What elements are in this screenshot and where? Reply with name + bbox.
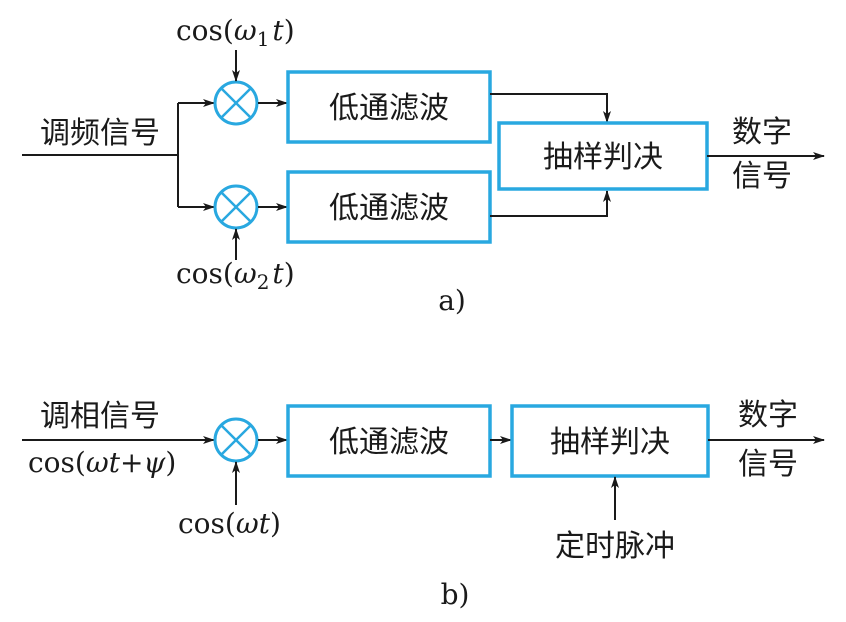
b-caption: b) [441,578,470,611]
a-input-label: 调频信号 [40,116,160,151]
a-lpf2-to-decision-arrow [490,190,611,217]
a-decision-label: 抽样判决 [543,140,663,175]
a-lpf-2-box [286,170,492,244]
a-lpf1-to-decision-arrow [490,93,611,123]
b-timing-label: 定时脉冲 [555,529,675,564]
b-output-line1: 数字 [738,398,798,433]
a-lpf-2-label: 低通滤波 [329,191,449,226]
b-output-line2: 信号 [738,447,798,482]
a-lpf-1-box [286,70,492,144]
a-caption: a) [438,284,466,317]
diagram-b: 调相信号 cos(ωt+ψ) cos(ωt) 低通滤波 抽样判决 定时脉冲 数字… [22,398,825,611]
b-mixer [213,417,259,463]
a-output-line2: 信号 [732,159,792,194]
b-lpf-label: 低通滤波 [329,425,449,460]
b-input-label: 调相信号 [40,399,160,434]
a-output-line1: 数字 [732,115,792,150]
b-input-formula: cos(ωt+ψ) [28,446,176,479]
b-lpf-box [286,404,492,478]
b-decision-box [510,404,710,478]
a-mixer-2 [213,184,259,230]
b-lo-label: cos(ωt) [178,507,281,540]
a-lpf-1-label: 低通滤波 [329,91,449,126]
a-mixer-1 [213,80,259,126]
b-decision-label: 抽样判决 [550,425,670,460]
